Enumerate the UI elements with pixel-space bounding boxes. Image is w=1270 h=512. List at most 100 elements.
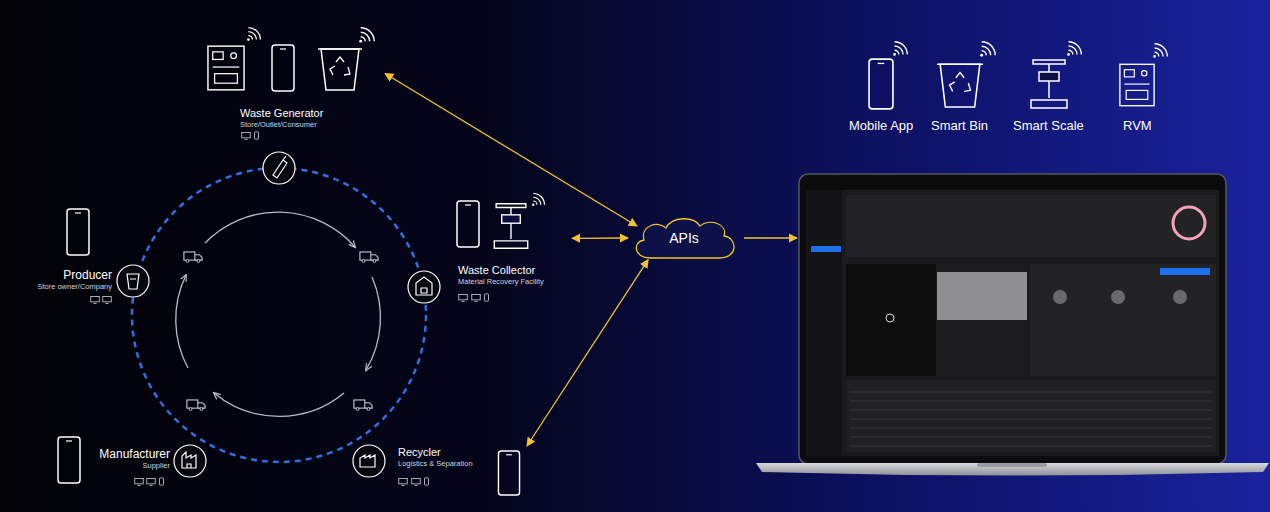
stage-box: ProducerStore owner/Company [10, 268, 112, 291]
api-connector [572, 237, 628, 239]
stage-box: RecyclerLogistics & Separation [392, 446, 527, 502]
cycle-arrows [176, 212, 381, 416]
device-icons [457, 194, 545, 302]
laptop-dashboard [806, 180, 1219, 456]
device-icons [869, 59, 893, 109]
device-icons [208, 46, 244, 90]
stage-icons [416, 277, 432, 295]
device-icons [459, 295, 467, 302]
stage-icons [182, 452, 196, 468]
stage-subtitle: Material Recovery Facility [458, 277, 544, 286]
device-icons [399, 479, 407, 486]
device-label: RVM [1123, 118, 1152, 134]
stage-icons [174, 445, 206, 477]
laptop-dashboard [850, 446, 1212, 447]
device-icons [980, 42, 995, 57]
truck-icons [360, 252, 378, 263]
stage-icons [127, 274, 139, 289]
laptop-dashboard [846, 195, 1216, 257]
device-icons [247, 28, 260, 41]
stage-title: Recycler [398, 446, 441, 459]
lifecycle-ring [132, 168, 426, 462]
laptop-dashboard [806, 190, 842, 456]
device-icons [135, 479, 143, 486]
laptop-dashboard [846, 264, 936, 376]
truck-icons [184, 252, 378, 411]
device-label: Mobile App [849, 118, 913, 134]
device-icons [498, 451, 519, 495]
laptop-dashboard [1173, 207, 1205, 239]
device-icons [58, 209, 520, 495]
truck-icons [184, 252, 202, 263]
device-icons [318, 49, 362, 90]
api-connector [527, 260, 648, 446]
stage-title: Manufacturer [99, 447, 170, 461]
device-icons [147, 479, 155, 486]
cycle-arrows [214, 393, 344, 416]
laptop-dashboard [846, 380, 1216, 452]
stage-icons [263, 152, 295, 184]
device-icons [1120, 64, 1154, 105]
stage-box: ManufacturerSupplier [80, 447, 170, 470]
laptop-dashboard [756, 174, 1269, 476]
stage-title: APIs [669, 230, 699, 247]
stage-subtitle: Store owner/Company [37, 282, 112, 291]
stage-subtitle: Supplier [142, 461, 170, 470]
device-icons [359, 28, 374, 43]
laptop-dashboard [850, 392, 1212, 393]
device-icons [457, 201, 479, 247]
truck-icons [187, 400, 205, 411]
device-icons [532, 194, 544, 206]
device-icons [893, 42, 907, 56]
device-label: Smart Scale [1013, 118, 1084, 134]
laptop-dashboard [1053, 290, 1067, 304]
stage-icons [273, 156, 287, 178]
device-icons [425, 478, 429, 485]
device-icons [208, 28, 374, 140]
device-icons [937, 64, 983, 107]
laptop-dashboard [1160, 268, 1210, 275]
laptop-dashboard [1030, 264, 1216, 376]
stage-icons [117, 152, 440, 477]
api-connector [385, 74, 637, 227]
laptop-dashboard [1111, 290, 1125, 304]
laptop-dashboard [1173, 290, 1187, 304]
stage-icons [408, 271, 440, 303]
device-icons [485, 294, 489, 301]
device-icons [103, 297, 111, 304]
device-icons [160, 478, 164, 485]
cycle-arrows [205, 212, 355, 247]
laptop-dashboard [799, 174, 1226, 464]
stage-subtitle: Store/Outlet/Consumer [240, 120, 317, 129]
device-icons [494, 204, 527, 249]
device-icons [1067, 42, 1081, 56]
device-icons [242, 133, 250, 140]
truck-icons [354, 400, 372, 411]
stage-icons [117, 265, 149, 297]
device-label: Smart Bin [931, 118, 988, 134]
stage-box: Waste CollectorMaterial Recovery Facilit… [450, 190, 572, 305]
device-icons [91, 297, 99, 304]
flow-arrow [744, 237, 797, 238]
stage-icons [353, 445, 385, 477]
cloud-outline [636, 219, 734, 258]
device-icons [472, 295, 480, 302]
stage-box: Waste GeneratorStore/Outlet/Consumer [200, 15, 385, 145]
device-icons [58, 437, 80, 483]
cycle-arrows [366, 277, 380, 370]
device-icons [67, 209, 89, 255]
laptop-dashboard [937, 272, 1027, 320]
laptop-dashboard [850, 392, 1212, 446]
device-icons [1153, 44, 1167, 58]
stage-subtitle: Logistics & Separation [398, 459, 473, 468]
laptop-dashboard [850, 410, 1212, 411]
cycle-arrows [176, 275, 188, 368]
laptop-dashboard [850, 419, 1212, 420]
stage-title: Waste Generator [240, 107, 323, 120]
stage-title: Producer [63, 268, 112, 282]
laptop-dashboard [850, 437, 1212, 438]
laptop-dashboard [977, 463, 1047, 467]
